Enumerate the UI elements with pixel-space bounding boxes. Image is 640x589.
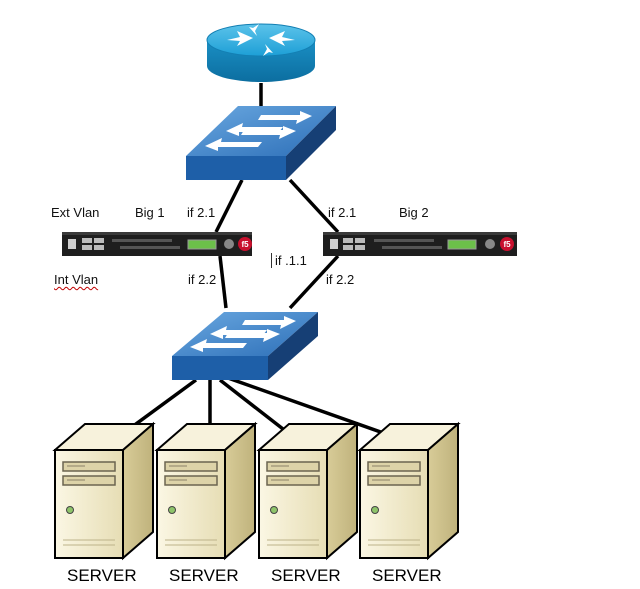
big2-label: Big 2	[399, 205, 429, 220]
ha-link-label: if .1.1	[271, 253, 307, 268]
f5-badge: f5	[241, 240, 249, 249]
link-big1-switch	[218, 255, 228, 309]
servers	[52, 421, 461, 561]
router-icon	[206, 23, 316, 82]
big1-appliance-icon: f5	[62, 232, 252, 256]
big1-if-top-label: if 2.1	[187, 205, 216, 220]
link-switch-server3	[218, 378, 294, 438]
big1-if-bottom-label: if 2.2	[188, 272, 217, 287]
link-switch-server4	[227, 376, 393, 438]
link-switch-big1	[214, 179, 244, 233]
int-vlan-label: Int Vlan	[54, 272, 99, 287]
ext-vlan-label: Ext Vlan	[51, 205, 100, 220]
big2-if-bottom-label: if 2.2	[326, 272, 355, 287]
links	[123, 83, 393, 438]
top-switch-icon	[186, 106, 336, 180]
server-icon	[357, 421, 461, 561]
server-label: SERVER	[271, 566, 341, 585]
big2-appliance-icon: f5	[323, 232, 517, 256]
f5-badge: f5	[503, 240, 511, 249]
big1-label: Big 1	[135, 205, 165, 220]
server-label: SERVER	[169, 566, 239, 585]
link-big2-switch	[288, 254, 340, 310]
big2-if-top-label: if 2.1	[328, 205, 357, 220]
server-icon	[52, 421, 156, 561]
server-icon	[256, 421, 360, 561]
server-icon	[154, 421, 258, 561]
server-label: SERVER	[67, 566, 137, 585]
server-label: SERVER	[372, 566, 442, 585]
bottom-switch-icon	[172, 312, 318, 380]
link-switch-big2	[288, 178, 340, 234]
